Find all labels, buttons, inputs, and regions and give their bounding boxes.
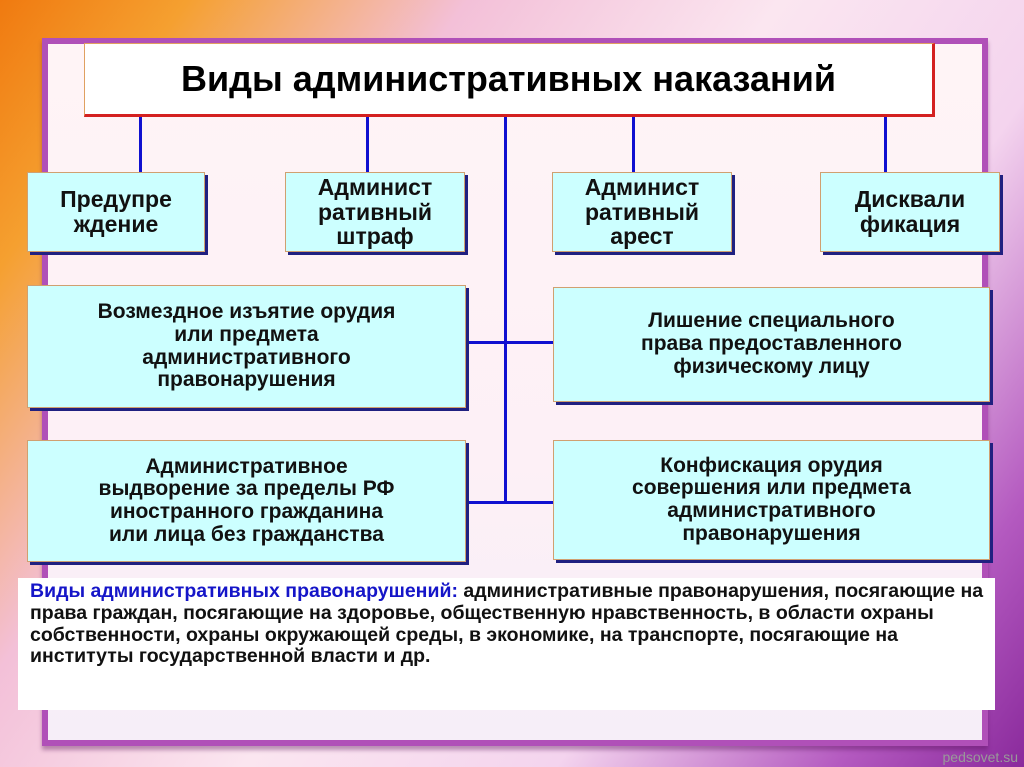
box-text: административного bbox=[142, 345, 351, 369]
connector-trunk bbox=[504, 117, 507, 504]
connector-line bbox=[139, 117, 142, 173]
box-text: правонарушения bbox=[157, 368, 336, 392]
box-text: или предмета bbox=[174, 322, 319, 346]
box-text: административного bbox=[667, 499, 876, 522]
diagram-title: Виды административных наказаний bbox=[84, 43, 935, 117]
box-text: Возмездное изъятие орудия bbox=[97, 300, 396, 324]
connector-line bbox=[466, 501, 554, 504]
box-text: иностранного гражданина bbox=[109, 500, 384, 523]
box-text: Предупре bbox=[60, 186, 172, 213]
box-text: физическому лицу bbox=[673, 354, 870, 378]
box-text: Конфискация орудия bbox=[660, 453, 883, 477]
box-text: ративный bbox=[317, 198, 433, 225]
box-text: совершения или предмета bbox=[632, 476, 911, 500]
box-text: правонарушения bbox=[682, 521, 861, 545]
connector-line bbox=[366, 117, 369, 173]
connector-line bbox=[466, 341, 554, 344]
note-heading: Виды административных правонарушений: bbox=[30, 580, 458, 602]
box-text: права предоставленного bbox=[641, 332, 902, 356]
box-text: Админист bbox=[584, 173, 700, 200]
note-panel: Виды административных правонарушений: ад… bbox=[18, 578, 995, 710]
connector-line bbox=[884, 117, 887, 173]
box-text: штраф bbox=[336, 223, 414, 250]
watermark: pedsovet.su bbox=[942, 749, 1019, 765]
note-text: административные правонарушения, посягаю… bbox=[30, 580, 984, 668]
box-text: ждение bbox=[73, 211, 159, 237]
box-text: Дисквали bbox=[854, 186, 966, 213]
box-text: арест bbox=[610, 223, 674, 250]
box-text: Админист bbox=[317, 173, 433, 200]
box-text: Лишение специального bbox=[648, 309, 895, 333]
connector-line bbox=[632, 117, 635, 173]
box-text: выдворение за пределы РФ bbox=[98, 477, 395, 501]
box-text: или лица без гражданства bbox=[109, 522, 384, 546]
box-text: Административное bbox=[145, 454, 348, 478]
box-text: ративный bbox=[584, 198, 700, 225]
box-text: фикация bbox=[859, 211, 961, 237]
